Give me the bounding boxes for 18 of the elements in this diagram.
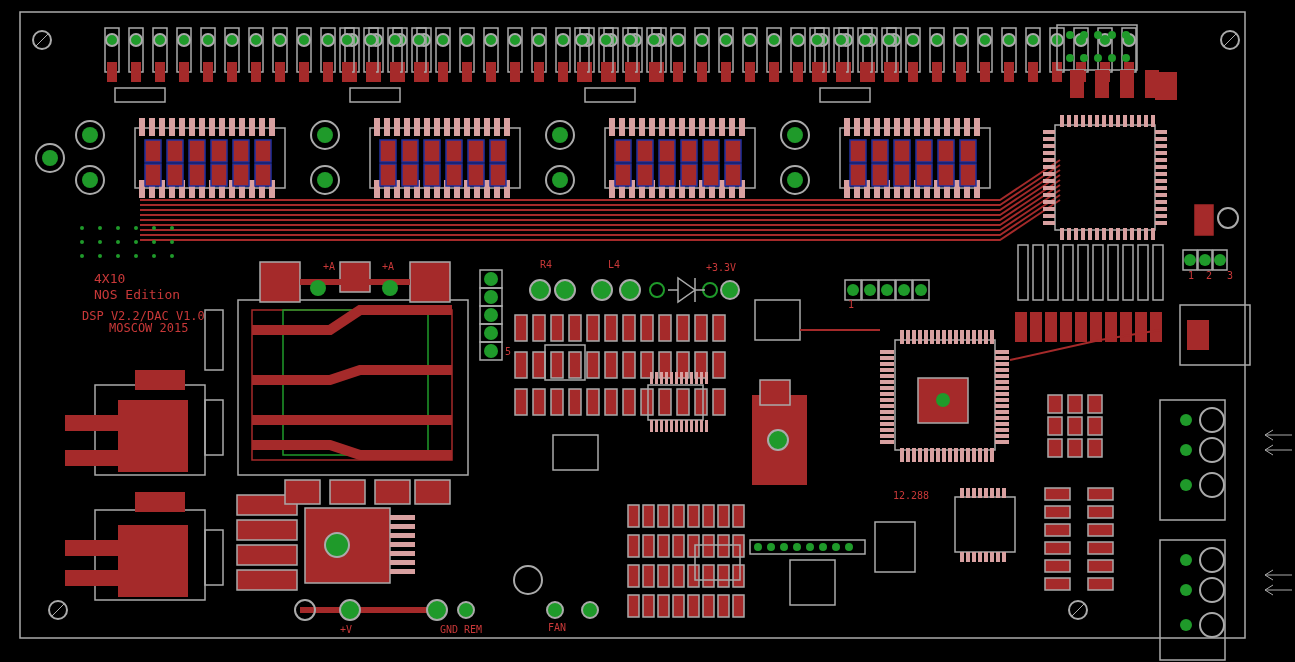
silkscreen-label: NOS Edition (94, 288, 181, 301)
silkscreen-label: 1 (1188, 271, 1195, 281)
silkscreen-label: +A (323, 262, 336, 272)
silkscreen-label: MOSCOW 2015 (109, 322, 189, 334)
silkscreen-label: 5 (505, 347, 512, 357)
silkscreen-label: 4X10 (94, 272, 126, 285)
silkscreen-label: 3 (1227, 271, 1234, 281)
silkscreen-label: 1 (848, 300, 855, 310)
silkscreen-label: 12.288 (893, 491, 930, 501)
silkscreen-label: DSP V2.2/DAC V1.0 (82, 310, 205, 322)
silkscreen-label: R4 (540, 260, 553, 270)
silkscreen-label: +3.3V (706, 263, 737, 273)
silkscreen-label: 2 (1206, 271, 1213, 281)
silkscreen-label: L4 (608, 260, 621, 270)
silkscreen-label: +V (340, 625, 353, 635)
silkscreen-label: +A (382, 262, 395, 272)
silkscreen-label: GND REM (440, 625, 483, 635)
silkscreen-label: FAN (548, 623, 567, 633)
